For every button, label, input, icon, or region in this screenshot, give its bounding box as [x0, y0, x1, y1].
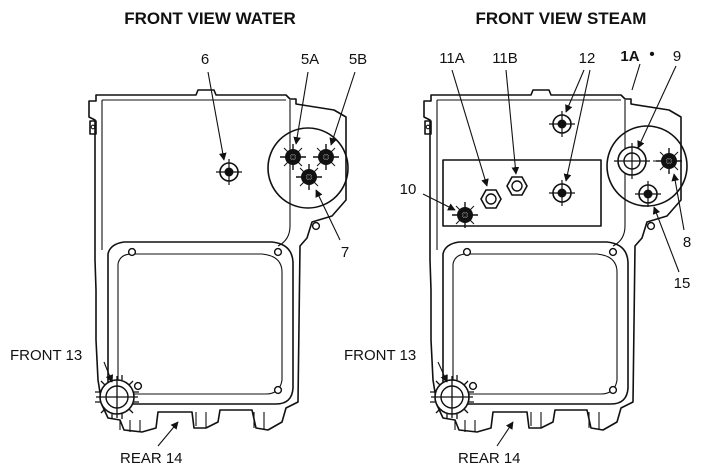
label-11a: 11A [439, 50, 465, 67]
label-1a-mark: • [649, 46, 654, 63]
fitting-12-upper [548, 110, 576, 138]
front-view-steam: FRONT VIEW STEAM [344, 9, 691, 467]
leader-5a [293, 71, 309, 145]
label-1a: 1A [620, 48, 639, 65]
right-housing-outline [423, 89, 682, 433]
fitting-5a [279, 143, 307, 171]
fitting-12-lower [548, 179, 576, 207]
label-8: 8 [683, 234, 691, 251]
front-connector-13 [94, 374, 140, 420]
label-5a: 5A [301, 51, 319, 68]
leader-12-lower [563, 69, 591, 182]
leader-1a [631, 63, 641, 91]
right-fitting-panel [442, 159, 602, 227]
right-label-rear-14: REAR 14 [458, 450, 521, 467]
leader-11a [451, 69, 489, 187]
right-mounting-plate [606, 125, 688, 207]
fitting-7 [295, 163, 323, 191]
label-11b: 11B [492, 50, 518, 67]
label-15: 15 [674, 275, 691, 292]
leader-10 [422, 193, 456, 211]
leader-12-upper [565, 69, 585, 113]
leader-front-13 [103, 361, 114, 383]
label-12: 12 [579, 50, 596, 67]
leader-7 [315, 189, 341, 241]
fitting-8 [655, 147, 683, 175]
fitting-5b [312, 143, 340, 171]
leader-8 [671, 173, 685, 231]
label-6: 6 [201, 51, 209, 68]
fitting-6 [215, 158, 243, 186]
right-label-front-13: FRONT 13 [344, 347, 416, 364]
label-10: 10 [400, 181, 417, 198]
right-leader-front-13 [437, 361, 448, 383]
leader-6 [207, 71, 227, 161]
left-view-title: FRONT VIEW WATER [124, 9, 296, 28]
leader-rear-14 [157, 421, 179, 447]
label-5b: 5B [349, 51, 367, 68]
label-rear-14: REAR 14 [120, 450, 183, 467]
right-view-title: FRONT VIEW STEAM [476, 9, 647, 28]
leader-9 [637, 65, 677, 149]
fitting-9 [614, 143, 650, 179]
fitting-11a [480, 189, 502, 209]
left-mounting-plate [267, 127, 349, 209]
front-view-water: FRONT VIEW WATER 6 5A 5B 7 FRONT 13 REAR… [10, 9, 367, 467]
right-leader-rear-14 [496, 421, 514, 447]
fitting-11b [506, 176, 528, 196]
label-7: 7 [341, 244, 349, 261]
right-front-connector-13 [429, 374, 475, 420]
label-9: 9 [673, 48, 681, 65]
leader-11b [505, 69, 520, 175]
fitting-15 [634, 180, 662, 208]
leader-5b [329, 71, 356, 146]
fitting-10 [451, 201, 479, 229]
left-housing-outline [88, 89, 347, 433]
label-front-13: FRONT 13 [10, 347, 82, 364]
leader-15 [652, 206, 680, 273]
